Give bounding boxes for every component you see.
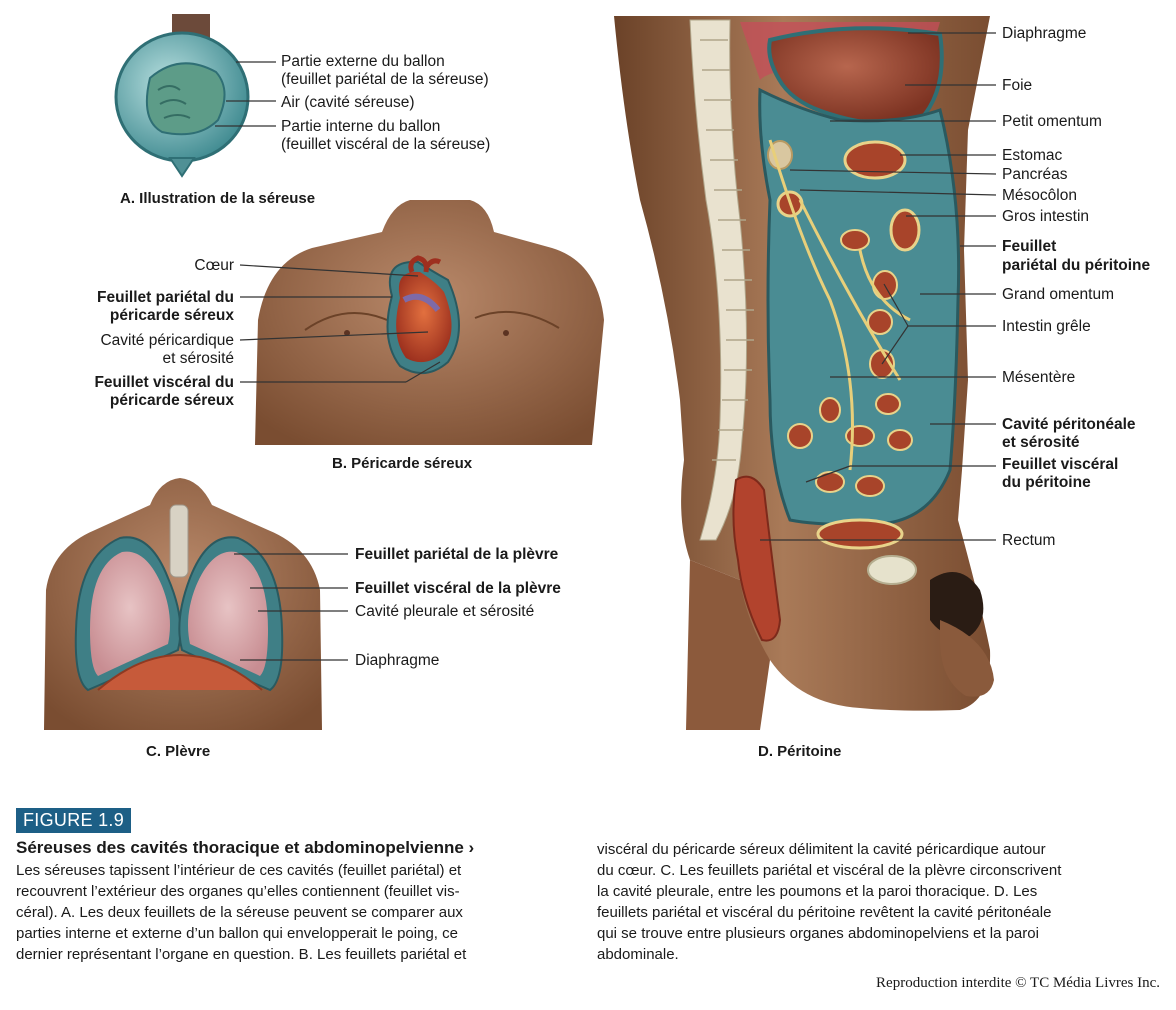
caption-column-1: Les séreuses tapissent l’intérieur de ce…: [16, 860, 576, 965]
label-cavite-pericardique-2: et sérosité: [162, 350, 234, 367]
fist-fingers: [157, 85, 191, 119]
gut-loop: [787, 423, 813, 449]
label-inner-balloon: Partie interne du ballon: [281, 118, 441, 135]
label-foie: Foie: [1002, 77, 1033, 94]
label-pericarde-visceral-2: péricarde séreux: [109, 392, 234, 409]
label-mesocolon: Mésocôlon: [1002, 187, 1077, 204]
caption-line: du cœur. C. Les feuillets pariétal et vi…: [597, 862, 1062, 879]
label-peritoine-visceral-1: Feuillet viscéral: [1002, 456, 1119, 473]
label-cavite-pleurale: Cavité pleurale et sérosité: [355, 603, 535, 620]
torso-pericardium: [255, 200, 604, 445]
gut-loop: [887, 429, 913, 451]
trachea: [169, 504, 189, 578]
gut-loop: [875, 393, 901, 415]
label-pericarde-parietal-1: Feuillet pariétal du: [97, 289, 234, 306]
label-gros-intestin: Gros intestin: [1002, 208, 1090, 225]
pectorals: [304, 310, 560, 331]
caption-line: Les séreuses tapissent l’intérieur de ce…: [16, 862, 462, 879]
bladder: [816, 518, 904, 550]
panel-b-leaders: [239, 264, 441, 383]
label-coeur: Cœur: [194, 257, 234, 274]
balloon-illustration: [114, 14, 250, 178]
pubic-hair: [930, 572, 984, 637]
label-diaphragme-c: Diaphragme: [355, 652, 440, 669]
gut-loop: [845, 425, 875, 447]
label-inner-balloon-detail: (feuillet viscéral de la séreuse): [281, 136, 491, 153]
caption-column-2: viscéral du péricarde séreux délimitent …: [597, 839, 1157, 965]
label-pericarde-parietal-2: péricarde séreux: [109, 307, 234, 324]
panel-d-leaders: [760, 32, 997, 541]
caption-line: qui se trouve entre plusieurs organes ab…: [597, 925, 1039, 942]
right-lung: [188, 551, 268, 676]
figure-number-badge: FIGURE 1.9: [16, 808, 132, 833]
caption-d: D. Péritoine: [758, 743, 842, 760]
gut-loop: [867, 309, 893, 335]
torso-pleura: [44, 478, 322, 730]
caption-line: feuillets pariétal et viscéral du périto…: [597, 904, 1052, 921]
buttock: [686, 560, 770, 730]
caption-b: B. Péricarde séreux: [332, 455, 473, 472]
caption-line: la cavité pleurale, entre les poumons et…: [597, 883, 1038, 900]
gut-loop: [815, 471, 845, 493]
caption-line: céral). A. Les deux feuillets de la sére…: [16, 904, 463, 921]
vertebrae-lines: [700, 39, 754, 461]
label-outer-balloon: Partie externe du ballon: [281, 53, 445, 70]
left-lung: [90, 551, 170, 676]
peritoneal-cavity: [758, 87, 961, 526]
label-diaphragme-d: Diaphragme: [1002, 25, 1087, 42]
copyright-credit: Reproduction interdite © TC Média Livres…: [876, 975, 1160, 991]
label-cavite-peritoneale-2: et sérosité: [1002, 434, 1080, 451]
caption-line: abdominale.: [597, 946, 679, 963]
sagittal-section: [614, 16, 994, 730]
gut-loop: [855, 475, 885, 497]
label-mesentere: Mésentère: [1002, 369, 1076, 386]
label-rectum: Rectum: [1002, 532, 1056, 549]
label-petit-omentum: Petit omentum: [1002, 113, 1102, 130]
vertebral-column: [689, 19, 748, 541]
label-outer-balloon-detail: (feuillet pariétal de la séreuse): [281, 71, 489, 88]
label-cavite-pericardique-1: Cavité péricardique: [100, 332, 234, 349]
label-peritoine-parietal-2: pariétal du péritoine: [1002, 257, 1151, 274]
gut-loop: [840, 229, 870, 251]
label-peritoine-parietal-1: Feuillet: [1002, 238, 1057, 255]
label-peritoine-visceral-2: du péritoine: [1002, 474, 1091, 491]
label-plevre-parietal: Feuillet pariétal de la plèvre: [355, 546, 559, 563]
caption-line: dernier représentant l’organe en questio…: [16, 946, 467, 963]
label-cavite-peritoneale-1: Cavité péritonéale: [1002, 416, 1136, 433]
caption-line: recouvrent l’extérieur des organes qu’el…: [16, 883, 460, 900]
genitalia: [940, 620, 994, 697]
label-pancreas: Pancréas: [1002, 166, 1068, 183]
figure-title: Séreuses des cavités thoracique et abdom…: [16, 838, 475, 857]
label-pericarde-visceral-1: Feuillet viscéral du: [94, 374, 234, 391]
panel-c-leaders: [234, 553, 348, 661]
label-plevre-visceral: Feuillet viscéral de la plèvre: [355, 580, 561, 597]
label-grand-omentum: Grand omentum: [1002, 286, 1114, 303]
label-intestin-grele: Intestin grêle: [1002, 318, 1091, 335]
panel-a-leaders: [215, 61, 276, 127]
stomach: [843, 140, 907, 180]
pubic-bone: [867, 555, 917, 585]
auricle: [402, 293, 441, 312]
rectum: [732, 475, 782, 642]
fist: [146, 62, 226, 136]
diaphragm-c: [97, 654, 263, 691]
caption-line: viscéral du péricarde séreux délimitent …: [597, 841, 1046, 858]
balloon-knot: [168, 157, 196, 178]
label-estomac: Estomac: [1002, 147, 1063, 164]
caption-line: parties interne et externe d’un ballon q…: [16, 925, 458, 942]
caption-c: C. Plèvre: [146, 743, 211, 760]
gut-loop: [819, 397, 841, 423]
label-air: Air (cavité séreuse): [281, 94, 415, 111]
great-vessels: [408, 255, 442, 273]
large-intestine: [889, 208, 921, 252]
caption-a: A. Illustration de la séreuse: [120, 190, 316, 207]
